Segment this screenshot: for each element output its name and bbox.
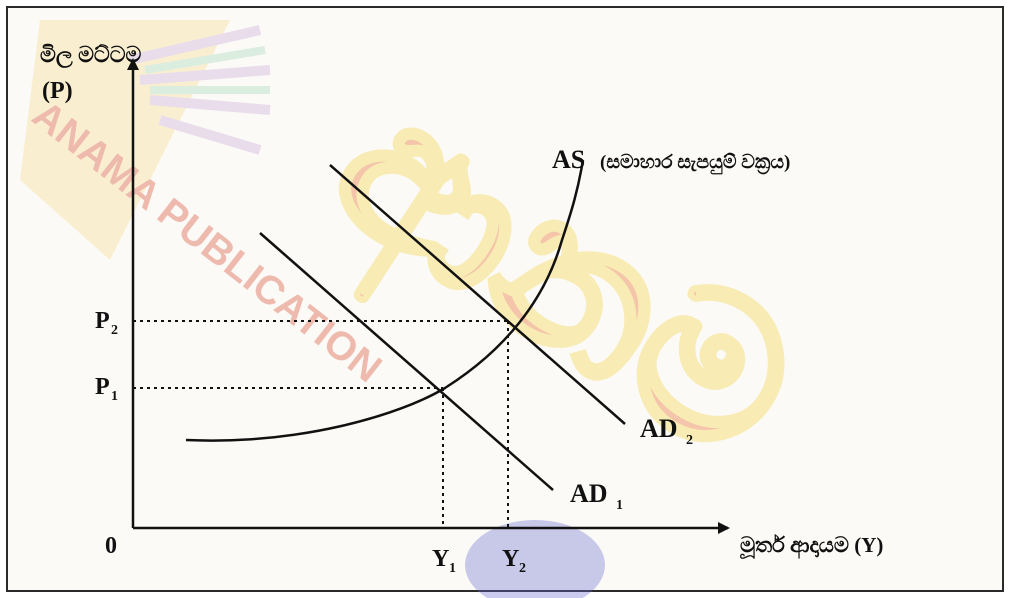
ad2-label-sub: 2 (686, 433, 693, 448)
y-axis-title-line2: (P) (42, 78, 73, 104)
ad1-curve (259, 232, 554, 491)
y2-label: Y 2 (502, 546, 526, 576)
as-label: AS (552, 145, 585, 174)
p1-label: P 1 (95, 374, 118, 404)
p2-label-sub: 2 (111, 323, 118, 338)
ad1-label-sub: 1 (616, 498, 623, 513)
as-curve (185, 159, 585, 442)
watermark-sinhala: ආනම (285, 42, 838, 524)
diagram-frame (6, 6, 1004, 592)
watermark-center-text: ආනම (288, 45, 835, 521)
y2-label-sub: 2 (519, 561, 526, 576)
p2-label: P 2 (95, 308, 118, 338)
ad1-label-main: AD (570, 479, 608, 508)
watermark: ANAMA PUBLICATION ආනම (20, 20, 838, 598)
p1-label-main: P (95, 374, 110, 400)
y1-label-sub: 1 (449, 561, 456, 576)
ad1-label: AD 1 (570, 479, 623, 513)
y1-label-main: Y (432, 546, 449, 572)
x-axis-title: මූර්ත ආදායම (Y) (739, 533, 883, 560)
p2-label-main: P (95, 308, 110, 334)
origin-label: 0 (105, 533, 117, 559)
y2-label-main: Y (502, 546, 519, 572)
p1-label-sub: 1 (111, 389, 118, 404)
y1-label: Y 1 (432, 546, 456, 576)
watermark-blue-blob (465, 520, 605, 598)
y-axis-title-line1: මිල මට්ටම (40, 42, 142, 69)
ad2-label-main: AD (640, 414, 678, 443)
as-description: (සමාහාර සැපයුම් වක්‍රය) (600, 152, 790, 176)
ad2-label: AD 2 (640, 414, 693, 448)
ad2-curve (329, 164, 626, 425)
guide-lines (133, 320, 509, 528)
